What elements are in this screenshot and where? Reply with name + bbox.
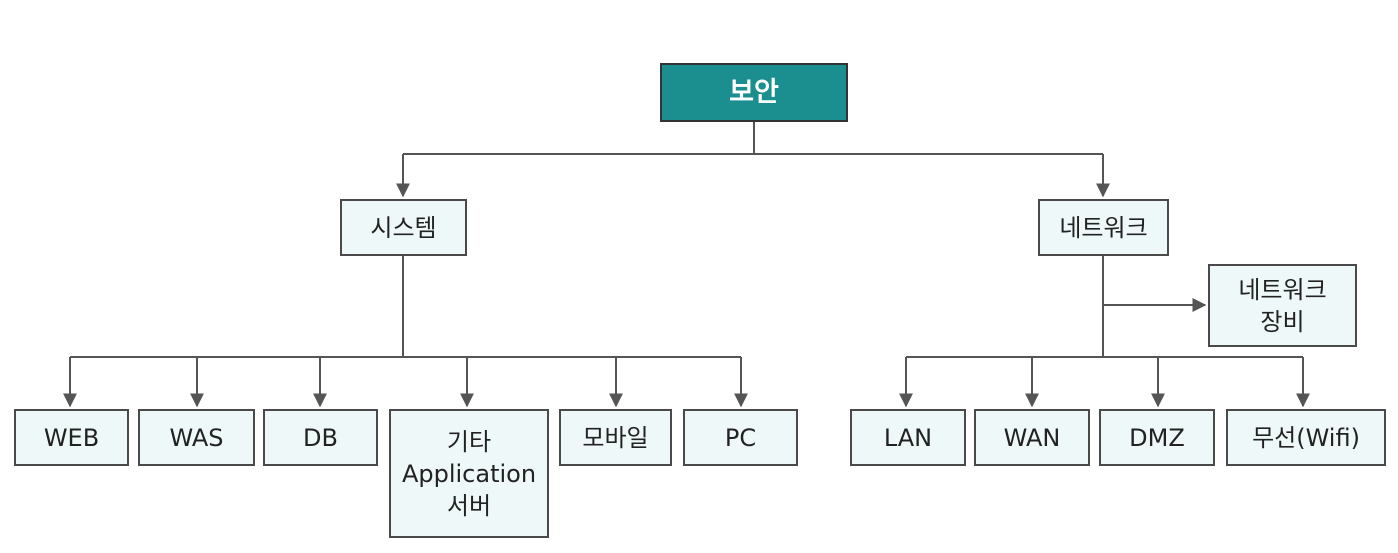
- node-lan: LAN: [850, 409, 966, 466]
- node-security: 보안: [660, 63, 848, 122]
- node-wireless-wifi-label: 무선(Wifi): [1252, 423, 1360, 452]
- node-db-label: DB: [303, 423, 338, 452]
- node-lan-label: LAN: [883, 423, 933, 452]
- node-security-label: 보안: [729, 76, 779, 108]
- node-wan: WAN: [974, 409, 1090, 466]
- node-db: DB: [263, 409, 378, 466]
- node-pc-label: PC: [724, 423, 757, 452]
- node-network-device: 네트워크 장비: [1208, 264, 1357, 347]
- node-was: WAS: [138, 409, 255, 466]
- node-network-label: 네트워크: [1059, 213, 1148, 242]
- node-was-label: WAS: [169, 423, 224, 452]
- node-network: 네트워크: [1038, 199, 1169, 256]
- node-wireless-wifi: 무선(Wifi): [1226, 409, 1386, 466]
- node-mobile-label: 모바일: [582, 423, 649, 452]
- node-web-label: WEB: [43, 423, 100, 452]
- node-system: 시스템: [340, 199, 467, 256]
- node-dmz-label: DMZ: [1129, 423, 1185, 452]
- node-other-application-server: 기타 Application 서버: [389, 409, 549, 538]
- node-system-label: 시스템: [370, 213, 437, 242]
- node-other-application-server-label: 기타 Application 서버: [401, 427, 537, 520]
- node-mobile: 모바일: [559, 409, 672, 466]
- node-wan-label: WAN: [1003, 423, 1061, 452]
- node-network-device-label: 네트워크 장비: [1238, 275, 1327, 336]
- node-dmz: DMZ: [1099, 409, 1215, 466]
- node-pc: PC: [683, 409, 798, 466]
- node-web: WEB: [14, 409, 129, 466]
